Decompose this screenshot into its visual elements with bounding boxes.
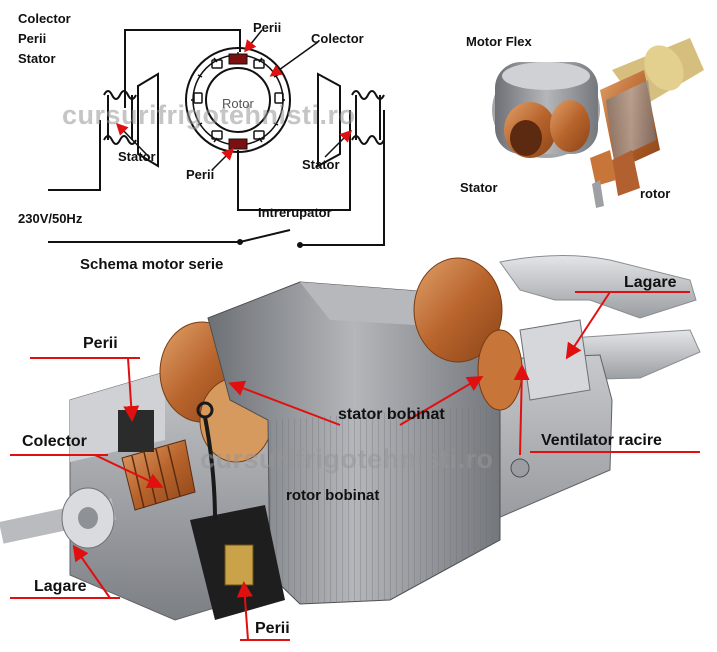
schematic-caption: Schema motor serie <box>80 256 224 273</box>
legend-line-1: Colector <box>18 11 71 26</box>
label-stator-bobinat: stator bobinat <box>338 406 445 423</box>
brush-bottom-icon <box>228 138 248 150</box>
flex-rotor-photo <box>590 38 704 208</box>
schematic-label-stator-right: Stator <box>302 157 340 172</box>
legend-line-3: Stator <box>18 51 56 66</box>
schematic-arrows <box>115 29 353 171</box>
label-lagare-bottom: Lagare <box>34 578 87 595</box>
schematic-label-supply: 230V/50Hz <box>18 211 83 226</box>
label-rotor-bobinat: rotor bobinat <box>286 487 380 504</box>
watermark-middle: cursurifrigotehnisti.ro <box>200 444 494 474</box>
schematic-label-perii-bottom: Perii <box>186 167 215 182</box>
legend-line-2: Perii <box>18 31 47 46</box>
label-lagare-top: Lagare <box>624 274 677 291</box>
schematic-label-rotor: Rotor <box>222 96 254 111</box>
flex-stator-label: Stator <box>460 180 498 195</box>
main-motor-photo <box>0 254 701 621</box>
flex-stator-photo <box>492 62 600 158</box>
label-ventilator: Ventilator racire <box>541 432 662 449</box>
schematic-label-perii-top: Perii <box>253 20 282 35</box>
schematic-label-colector: Colector <box>311 31 364 46</box>
label-colector: Colector <box>22 433 87 450</box>
callout-arrows <box>10 291 700 641</box>
flex-rotor-label: rotor <box>640 186 671 201</box>
brush-top-icon <box>228 53 248 65</box>
schematic-label-stator-left: Stator <box>118 149 156 164</box>
label-perii-bottom: Perii <box>255 620 290 637</box>
flex-title: Motor Flex <box>466 34 532 49</box>
watermark-top: cursurifrigotehnisti.ro <box>62 100 356 130</box>
schematic-label-switch: Intrerupator <box>258 205 332 220</box>
label-perii-top: Perii <box>83 335 118 352</box>
